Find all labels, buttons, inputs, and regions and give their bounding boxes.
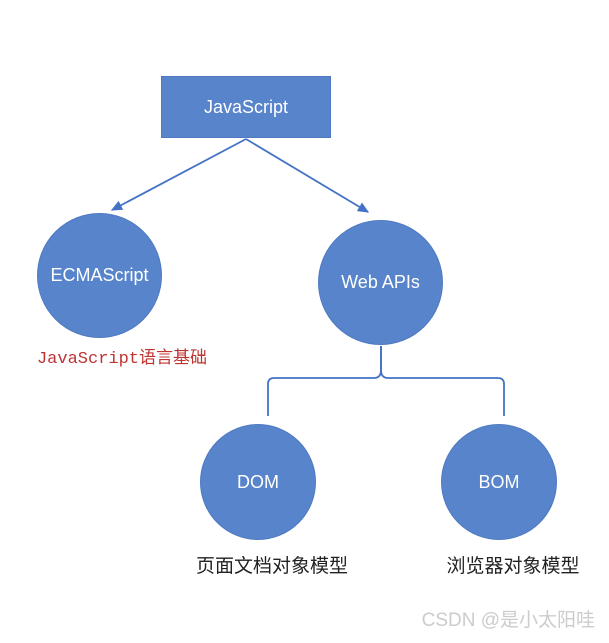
node-ecmascript-label: ECMAScript [50, 265, 149, 285]
node-webapis: Web APIs [318, 220, 443, 345]
watermark-text: CSDN @是小太阳哇 [421, 610, 595, 631]
node-javascript: JavaScript [161, 76, 331, 138]
node-bom: BOM [441, 424, 557, 540]
bracket-webapis-to-bom [380, 346, 505, 416]
caption-ecmascript-note: JavaScript语言基础 [36, 350, 208, 369]
bracket-webapis-to-dom [267, 346, 382, 416]
node-dom-label: DOM [237, 471, 279, 492]
node-bom-label: BOM [478, 471, 520, 492]
node-javascript-label: JavaScript [203, 96, 289, 117]
node-ecmascript: ECMAScript [37, 213, 162, 338]
arrow-javascript-to-webapis [245, 138, 370, 213]
arrow-javascript-to-ecmascript [110, 138, 247, 211]
caption-dom-note: 页面文档对象模型 [195, 556, 348, 577]
caption-bom-note: 浏览器对象模型 [446, 556, 580, 577]
node-dom: DOM [200, 424, 316, 540]
node-webapis-label: Web APIs [341, 272, 420, 292]
